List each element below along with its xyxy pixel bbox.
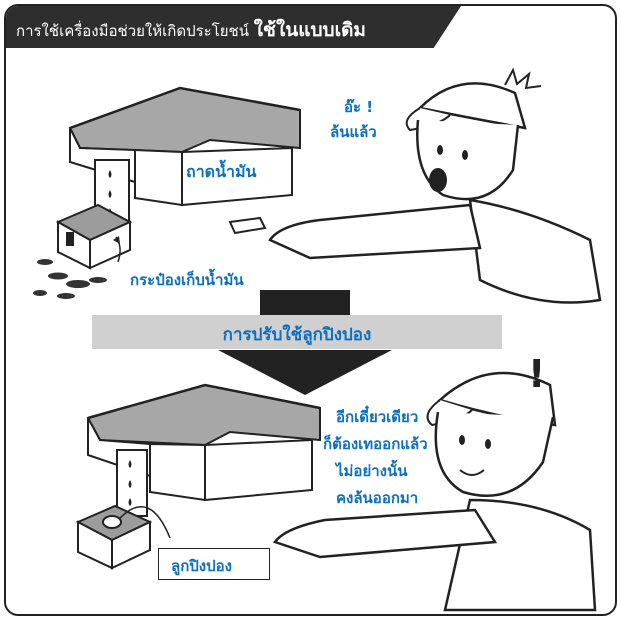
- speech-line-1: อ๊ะ !: [344, 98, 374, 116]
- oil-can-top: [55, 203, 133, 270]
- speech-bottom-line-2: ก็ต้องเทออกแล้ว: [323, 435, 428, 453]
- improvement-label: การปรับใช้ลูกปิงปอง: [222, 325, 372, 345]
- header-title: การใช้เครื่องมือช่วยให้เกิดประโยชน์ ใช้ใ…: [16, 15, 366, 45]
- improvement-bar: การปรับใช้ลูกปิงปอง: [92, 315, 502, 349]
- ping-pong-label-box: ลูกปิงปอง: [158, 548, 270, 580]
- speech-bottom-line-1: อีกเดี๋ยวเดียว: [336, 408, 419, 426]
- oil-tray-label: ถาดน้ำมัน: [186, 162, 257, 181]
- exclamation-mark: !: [528, 352, 546, 396]
- speech-bottom-line-3: ไม่อย่างนั้น: [336, 462, 408, 480]
- header-banner: การใช้เครื่องมือช่วยให้เกิดประโยชน์ ใช้ใ…: [6, 6, 461, 48]
- ball-pointer-line: [119, 506, 171, 539]
- speech-line-2: ล้นแล้ว: [330, 123, 377, 141]
- oil-tray-bottom: [86, 383, 321, 502]
- oil-tray-top: [68, 86, 301, 207]
- worker-top: [228, 67, 602, 304]
- oil-can-label: กระป๋องเก็บน้ำมัน: [130, 271, 244, 289]
- oil-spill-puddles: [33, 259, 107, 299]
- drain-pipe-bottom: [116, 449, 148, 517]
- header-title-emphasis: ใช้ในแบบเดิม: [253, 19, 366, 41]
- ping-pong-label: ลูกปิงปอง: [171, 557, 232, 575]
- ping-pong-ball: [102, 515, 122, 529]
- speech-bottom-line-4: คงล้นออกมา: [336, 489, 419, 507]
- header-title-prefix: การใช้เครื่องมือช่วยให้เกิดประโยชน์: [16, 22, 249, 40]
- worker-bottom: [272, 371, 597, 612]
